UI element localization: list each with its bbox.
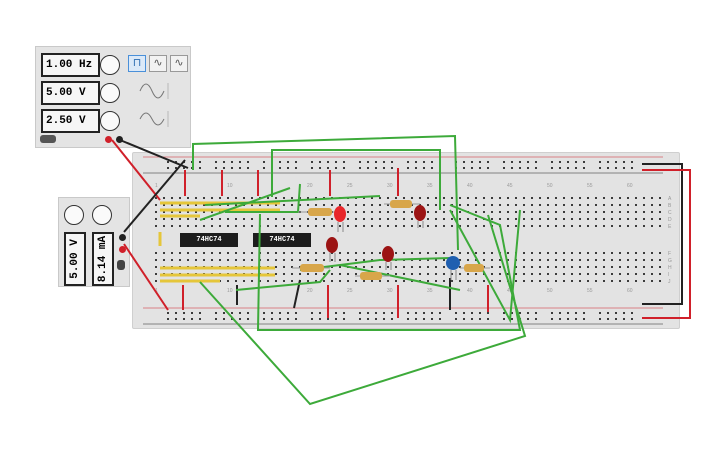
sine-wave-icon[interactable]: ∿ bbox=[170, 55, 188, 72]
row-label: B bbox=[668, 203, 672, 209]
column-label: 30 bbox=[387, 288, 393, 294]
offset-display[interactable]: 2.50 V bbox=[41, 109, 100, 133]
column-label: 45 bbox=[507, 288, 513, 294]
row-label: G bbox=[668, 258, 672, 264]
offset-knob[interactable] bbox=[100, 111, 120, 131]
row-label: I bbox=[668, 272, 669, 278]
row-label: D bbox=[668, 217, 672, 223]
column-label: 25 bbox=[347, 183, 353, 189]
column-label: 40 bbox=[467, 288, 473, 294]
row-label: J bbox=[668, 279, 671, 285]
row-label: A bbox=[668, 196, 672, 202]
voltage-display: 5.00 V bbox=[64, 232, 86, 286]
waveform-preview bbox=[40, 83, 169, 143]
column-label: 35 bbox=[427, 183, 433, 189]
column-label: 45 bbox=[507, 183, 513, 189]
function-generator: 1.00 Hz 5.00 V 2.50 V ⊓ ∿ ∿ bbox=[35, 46, 191, 148]
current-knob[interactable] bbox=[92, 205, 112, 225]
row-label: H bbox=[668, 265, 672, 271]
chip-74hc74-1[interactable]: 74HC74 bbox=[180, 233, 238, 247]
column-label: 1 bbox=[155, 288, 158, 294]
current-display: 8.14 mA bbox=[92, 232, 114, 286]
frequency-knob[interactable] bbox=[100, 55, 120, 75]
column-label: 10 bbox=[227, 288, 233, 294]
amplitude-knob[interactable] bbox=[100, 83, 120, 103]
column-label: 20 bbox=[307, 183, 313, 189]
frequency-display[interactable]: 1.00 Hz bbox=[41, 53, 100, 77]
column-label: 50 bbox=[547, 183, 553, 189]
column-label: 35 bbox=[427, 288, 433, 294]
column-label: 60 bbox=[627, 288, 633, 294]
fg-power-toggle bbox=[40, 135, 56, 143]
ps-negative-terminal[interactable] bbox=[119, 234, 126, 241]
column-label: 30 bbox=[387, 183, 393, 189]
column-label: 40 bbox=[467, 183, 473, 189]
fg-positive-terminal[interactable] bbox=[105, 136, 112, 143]
square-wave-icon[interactable]: ⊓ bbox=[128, 55, 146, 72]
voltage-knob[interactable] bbox=[64, 205, 84, 225]
triangle-wave-icon[interactable]: ∿ bbox=[149, 55, 167, 72]
column-label: 60 bbox=[627, 183, 633, 189]
power-supply: 5.00 V 8.14 mA bbox=[58, 197, 130, 287]
column-label: 55 bbox=[587, 288, 593, 294]
row-label: E bbox=[668, 224, 672, 230]
ps-positive-terminal[interactable] bbox=[119, 246, 126, 253]
fg-negative-terminal[interactable] bbox=[116, 136, 123, 143]
column-label: 55 bbox=[587, 183, 593, 189]
row-label: C bbox=[668, 210, 672, 216]
column-label: 20 bbox=[307, 288, 313, 294]
breadboard: 1 1 10 10 20 20 25 25 30 30 35 35 40 40 45 45 50 50 55 55 60… bbox=[132, 152, 680, 329]
chip-74hc74-2[interactable]: 74HC74 bbox=[253, 233, 311, 247]
row-label: F bbox=[668, 251, 671, 257]
ps-power-switch[interactable] bbox=[117, 260, 125, 270]
column-label: 10 bbox=[227, 183, 233, 189]
column-label: 25 bbox=[347, 288, 353, 294]
amplitude-display[interactable]: 5.00 V bbox=[41, 81, 100, 105]
column-label: 50 bbox=[547, 288, 553, 294]
column-label: 1 bbox=[155, 183, 158, 189]
